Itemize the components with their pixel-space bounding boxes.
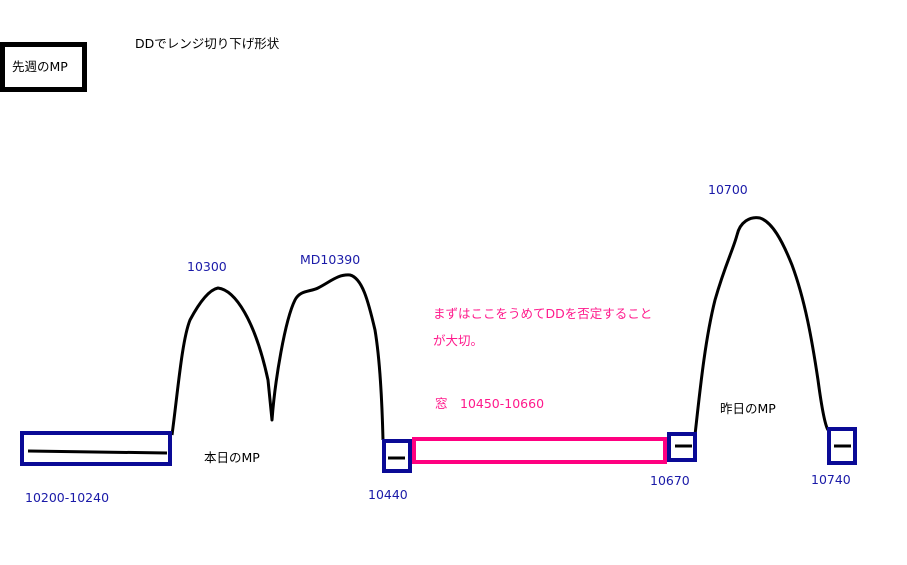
low-right-label: 10670 [650, 473, 690, 488]
range-line-left [27, 449, 168, 455]
peak2-label: MD10390 [300, 252, 361, 267]
low-mid-label: 10440 [368, 487, 408, 502]
note-line2: が大切。 [433, 333, 484, 348]
last-week-mp-box [0, 42, 87, 92]
gap-window-label: 窓 10450-10660 [435, 396, 545, 411]
diagram-title: DDでレンジ切り下げ形状 [135, 36, 280, 51]
peak3-label: 10700 [708, 182, 748, 197]
range-left-label: 10200-10240 [25, 490, 110, 505]
note-line1: まずはここをうめてDDを否定すること [433, 306, 653, 321]
peak1-label: 10300 [187, 259, 227, 274]
last-week-mp-label: 先週のMP [12, 59, 68, 74]
right-end-label: 10740 [811, 472, 851, 487]
end-box-10740 [827, 427, 857, 465]
low-box-10440 [382, 439, 412, 473]
range-box-left [20, 431, 172, 466]
gap-window-box [412, 437, 667, 464]
yesterday-mp-label: 昨日のMP [720, 401, 776, 416]
low-box-10670 [667, 432, 697, 462]
today-mp-label: 本日のMP [204, 450, 260, 465]
price-curve-left [170, 273, 385, 441]
price-curve-right [693, 216, 830, 436]
